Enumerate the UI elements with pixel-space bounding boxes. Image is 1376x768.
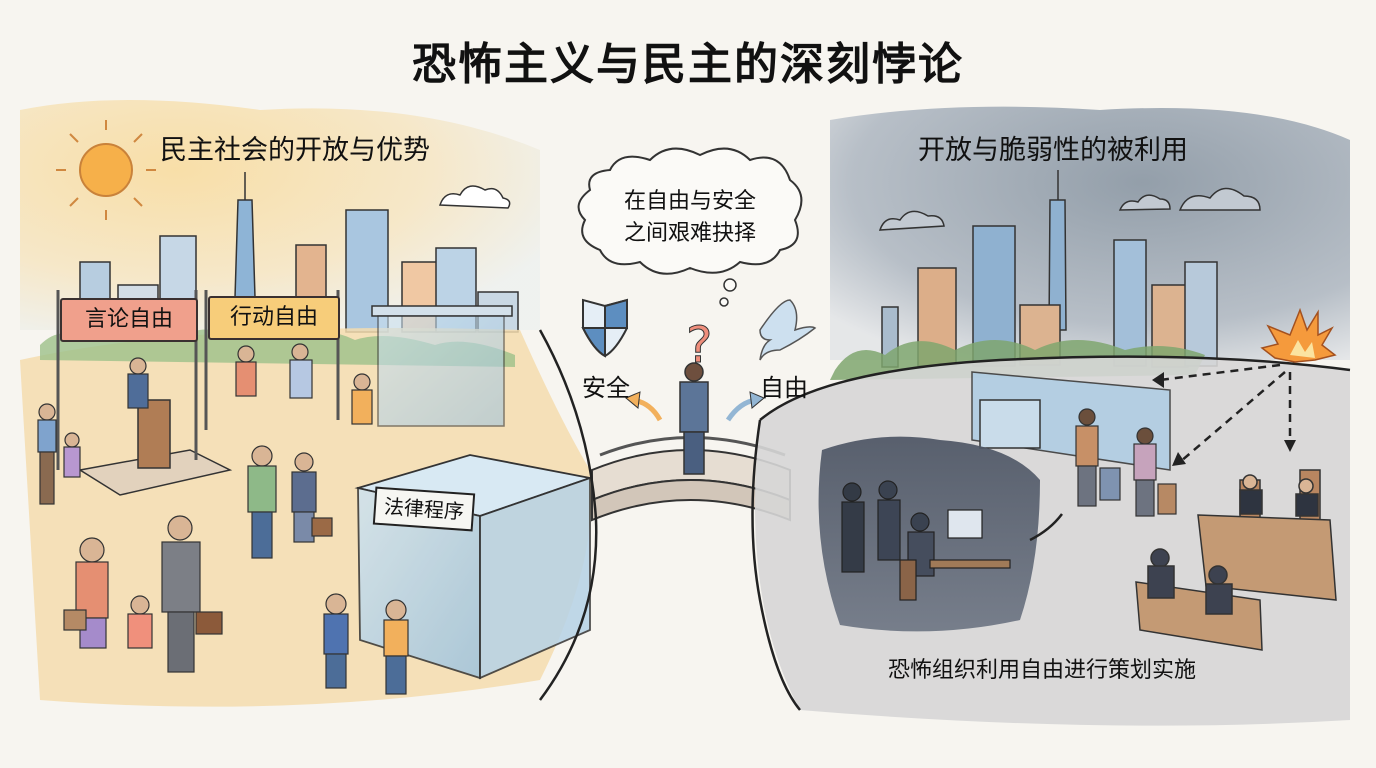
left-heading: 民主社会的开放与优势: [160, 135, 430, 166]
svg-text:?: ?: [686, 316, 713, 374]
sun-icon: [56, 120, 156, 220]
security-label: 安全: [582, 374, 630, 402]
page-title: 恐怖主义与民主的深刻悖论: [412, 39, 964, 90]
thought-line-2: 之间艰难抉择: [623, 221, 756, 246]
person: [37, 403, 57, 505]
freedom-label: 自由: [760, 374, 808, 402]
banner-free-speech: 言论自由: [60, 298, 198, 342]
right-heading: 开放与脆弱性的被利用: [918, 135, 1188, 166]
right-caption: 恐怖组织利用自由进行策划实施: [888, 658, 1197, 683]
banner-free-movement: 行动自由: [208, 296, 340, 340]
dove-icon: [759, 299, 817, 361]
explosion-icon: [1260, 307, 1337, 363]
thought-bubble: 在自由与安全 之间艰难抉择: [600, 186, 780, 250]
thought-line-1: 在自由与安全: [623, 189, 756, 214]
shield-icon: [581, 298, 628, 358]
legal-process-sign: 法律程序: [372, 486, 476, 532]
